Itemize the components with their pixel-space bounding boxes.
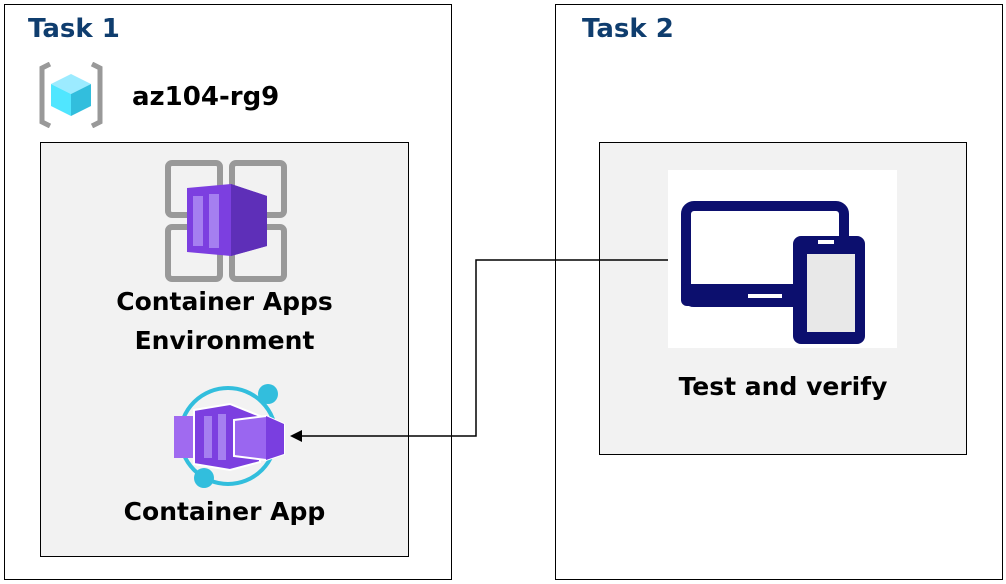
task1-panel (4, 4, 452, 580)
container-app-label: Container App (123, 497, 326, 526)
container-app-icon (174, 384, 285, 488)
container-apps-environment-icon (165, 160, 287, 282)
devices-icon (668, 170, 897, 348)
task2-title: Task 2 (582, 14, 674, 44)
environment-label-line1: Container Apps (116, 287, 333, 316)
test-and-verify-label: Test and verify (678, 372, 888, 401)
environment-label-line2: Environment (134, 326, 315, 355)
task2-panel (555, 4, 1003, 580)
resource-group-name: az104-rg9 (132, 82, 280, 112)
task1-title: Task 1 (28, 14, 120, 44)
resource-group-icon (39, 62, 103, 128)
